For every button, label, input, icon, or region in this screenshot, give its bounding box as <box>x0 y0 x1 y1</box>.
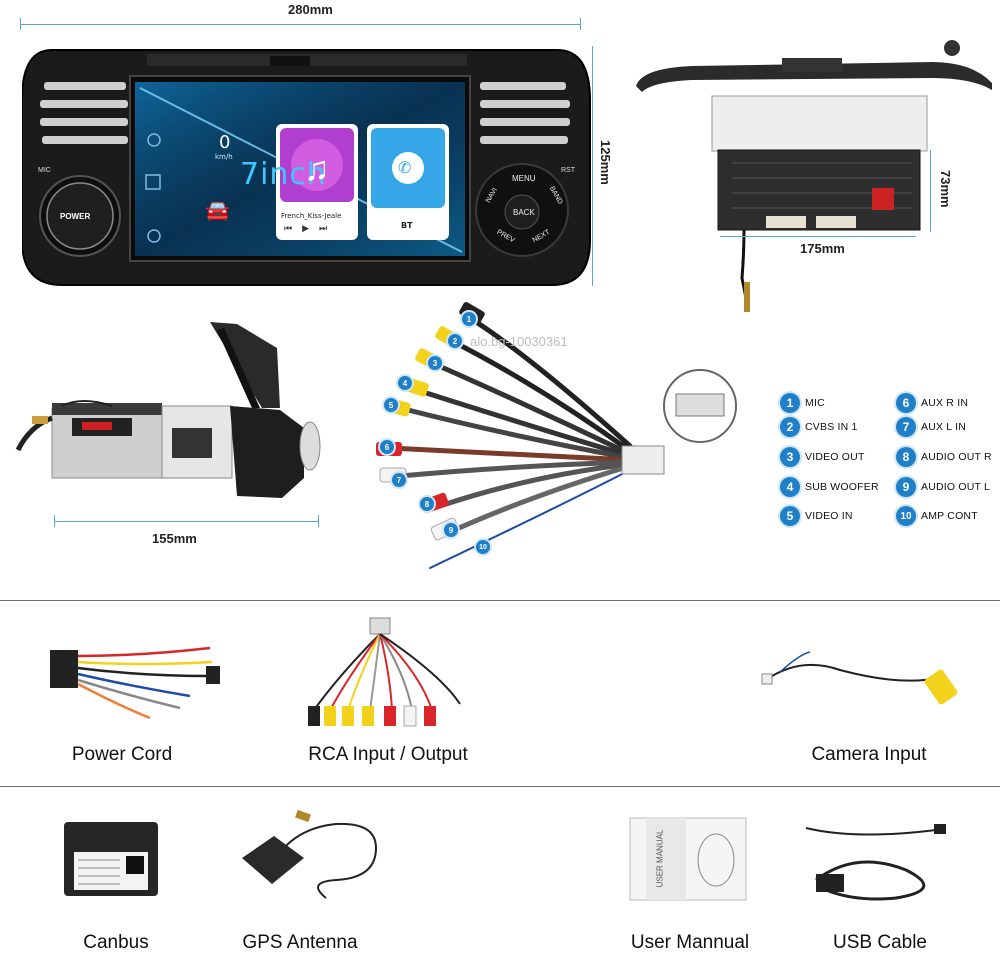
section-divider-bottom <box>0 786 1000 787</box>
section-divider-top <box>0 600 1000 601</box>
phone-bt-icon: ✆ <box>398 160 412 177</box>
canbus-image <box>64 822 158 896</box>
harness-marker-5: 5 <box>384 398 398 412</box>
back-button[interactable]: BACK <box>513 208 535 217</box>
speed-unit: km/h <box>215 153 233 161</box>
mic-label: MIC <box>38 167 51 174</box>
harness-marker-6: 6 <box>380 440 394 454</box>
accessory-label-user-manual: User Mannual <box>630 932 750 953</box>
width-dimension-label: 280mm <box>288 2 333 17</box>
camera-input-image <box>761 651 958 705</box>
song-title: French_Kiss-Jeale <box>281 212 342 220</box>
harness-marker-2: 2 <box>448 334 462 348</box>
harness-marker-4: 4 <box>398 376 412 390</box>
head-unit-side-view <box>15 322 321 498</box>
harness-marker-10: 10 <box>476 540 490 554</box>
chassis-height-label: 73mm <box>938 170 953 208</box>
menu-button[interactable]: MENU <box>512 174 536 183</box>
harness-marker-7: 7 <box>392 473 406 487</box>
accessory-label-canbus: Canbus <box>83 932 149 953</box>
rst-label: RST <box>561 167 575 174</box>
power-cord-image <box>50 646 220 720</box>
head-unit-front <box>22 49 591 286</box>
depth-dimension-label: 155mm <box>152 531 197 546</box>
width-dimension-line <box>20 24 580 25</box>
harness-marker-3: 3 <box>428 356 442 370</box>
accessory-label-camera-input: Camera Input <box>811 744 927 765</box>
chassis-width-label: 175mm <box>800 241 845 256</box>
music-note-icon: ♫ <box>304 150 330 188</box>
accessory-label-rca: RCA Input / Output <box>308 744 468 765</box>
rca-harness-diagram <box>376 302 737 569</box>
chassis-rear-view <box>636 40 992 312</box>
music-controls[interactable]: ⏮▶⏭ <box>284 224 338 234</box>
harness-marker-9: 9 <box>444 523 458 537</box>
gps-antenna-image <box>242 809 378 899</box>
height-dimension-label: 125mm <box>598 140 613 185</box>
accessory-label-gps-antenna: GPS Antenna <box>242 932 358 953</box>
rca-cable-image <box>308 617 461 727</box>
harness-marker-1: 1 <box>462 312 476 326</box>
watermark: alo.bg-10030361 <box>470 334 568 349</box>
car-icon: 🚘 <box>205 200 230 222</box>
power-knob-label[interactable]: POWER <box>60 212 91 221</box>
harness-marker-8: 8 <box>420 497 434 511</box>
accessory-label-power-cord: Power Cord <box>71 744 173 765</box>
bt-label[interactable]: BT <box>401 221 413 230</box>
accessory-label-usb-cable: USB Cable <box>833 932 927 953</box>
speed-value: 0 <box>219 132 231 153</box>
usb-cable-image <box>805 824 946 901</box>
manual-cover-text: USER MANUAL <box>655 829 665 888</box>
size-overlay-text: 7inch <box>240 157 327 192</box>
height-dimension-line <box>592 46 593 286</box>
user-manual-image <box>629 817 747 901</box>
